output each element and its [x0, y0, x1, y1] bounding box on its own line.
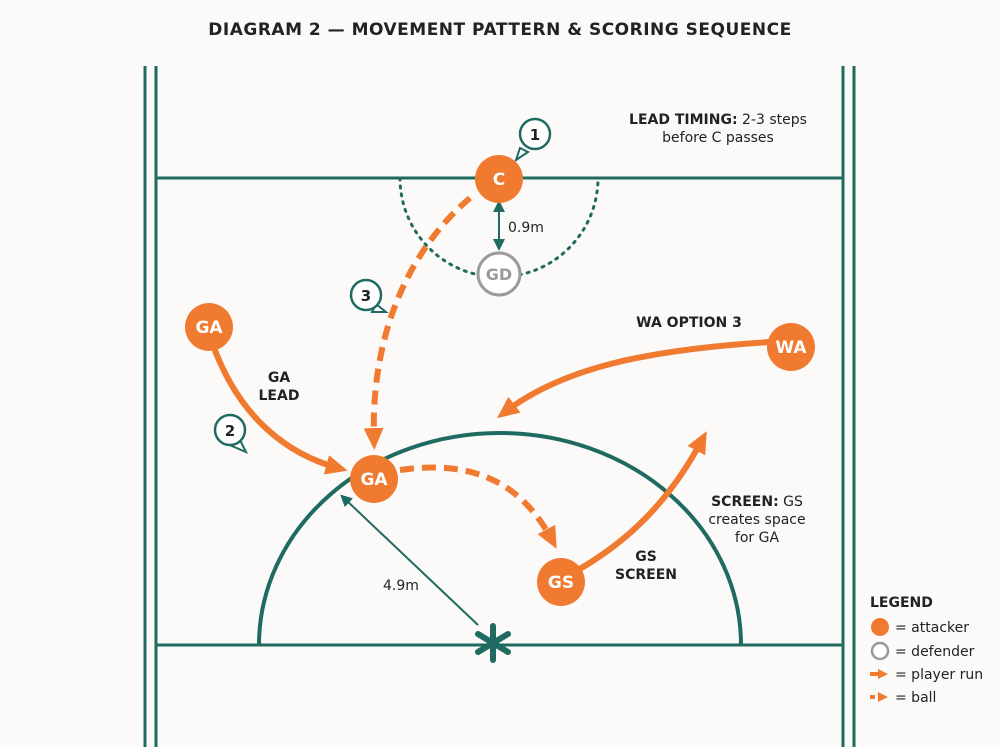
run-gs-screen — [576, 431, 707, 573]
run-ga-lead — [210, 343, 348, 475]
lead-timing-rest: 2-3 steps — [742, 112, 807, 128]
player-ga-start: GA — [185, 303, 233, 351]
distance-arrow-goal-ga — [340, 494, 479, 626]
pass-ga-to-gs — [399, 464, 557, 549]
player-ga-start-label: GA — [195, 318, 223, 338]
player-gs-label: GS — [548, 573, 574, 593]
legend-defender-swatch — [870, 641, 890, 661]
lead-timing-note: LEAD TIMING: 2-3 steps before C passes — [629, 112, 807, 146]
ga-lead-note: GA LEAD — [259, 370, 300, 404]
step-2-label: 2 — [225, 422, 235, 440]
player-gd: GD — [476, 251, 522, 297]
lead-timing-bold: LEAD TIMING: — [629, 112, 738, 128]
distance-label-c-gd: 0.9m — [508, 220, 544, 236]
step-2-bubble: 2 — [213, 413, 249, 454]
player-gd-label: GD — [486, 265, 512, 284]
screen-rest: GS — [783, 494, 803, 510]
step-3-bubble: 3 — [349, 278, 389, 313]
legend-defender-label: = defender — [895, 644, 975, 660]
player-ga-lead: GA — [350, 455, 398, 503]
ga-lead-line2: LEAD — [259, 388, 300, 404]
ga-lead-line1: GA — [268, 370, 290, 386]
screen-bold: SCREEN: — [711, 494, 779, 510]
screen-line3: for GA — [735, 530, 780, 546]
pass-c-to-ga — [363, 195, 472, 450]
player-c: C — [475, 155, 523, 203]
legend-title: LEGEND — [870, 595, 933, 611]
screen-line2: creates space — [708, 512, 805, 528]
screen-note: SCREEN: GS creates space for GA — [708, 494, 805, 546]
player-c-label: C — [493, 170, 505, 190]
shooting-circle — [257, 431, 743, 646]
player-gs: GS — [537, 558, 585, 606]
goal-post-icon — [475, 623, 511, 663]
svg-text:LEAD TIMING: 2-3 steps: LEAD TIMING: 2-3 steps — [629, 112, 807, 128]
step-3-label: 3 — [361, 287, 371, 305]
legend-attacker-label: = attacker — [895, 620, 969, 636]
legend-run-label: = player run — [895, 667, 983, 683]
wa-option-note: WA OPTION 3 — [636, 315, 742, 331]
player-ga-lead-label: GA — [360, 470, 388, 490]
gs-screen-line1: GS — [635, 549, 657, 565]
legend-ball-label: = ball — [895, 690, 936, 706]
player-wa-label: WA — [775, 338, 807, 358]
legend-attacker-swatch — [871, 618, 889, 636]
gs-screen-note: GS SCREEN — [615, 549, 677, 583]
distance-label-goal-ga: 4.9m — [383, 578, 419, 594]
svg-text:SCREEN: GS: SCREEN: GS — [711, 494, 803, 510]
run-wa-option — [497, 339, 771, 419]
legend: LEGEND = attacker = defender = player ru… — [870, 595, 983, 706]
gs-screen-line2: SCREEN — [615, 567, 677, 583]
lead-timing-line2: before C passes — [662, 130, 774, 146]
step-1-bubble: 1 — [514, 117, 552, 163]
diagram-title: DIAGRAM 2 — MOVEMENT PATTERN & SCORING S… — [208, 20, 792, 40]
step-1-label: 1 — [530, 126, 540, 144]
player-wa: WA — [767, 323, 815, 371]
